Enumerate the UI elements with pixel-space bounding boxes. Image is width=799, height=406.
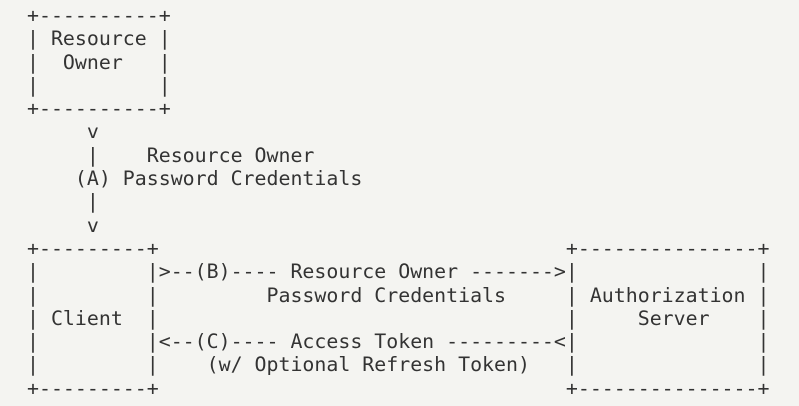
ascii-art-text: +----------+ | Resource | | Owner | | | … [27,4,770,400]
